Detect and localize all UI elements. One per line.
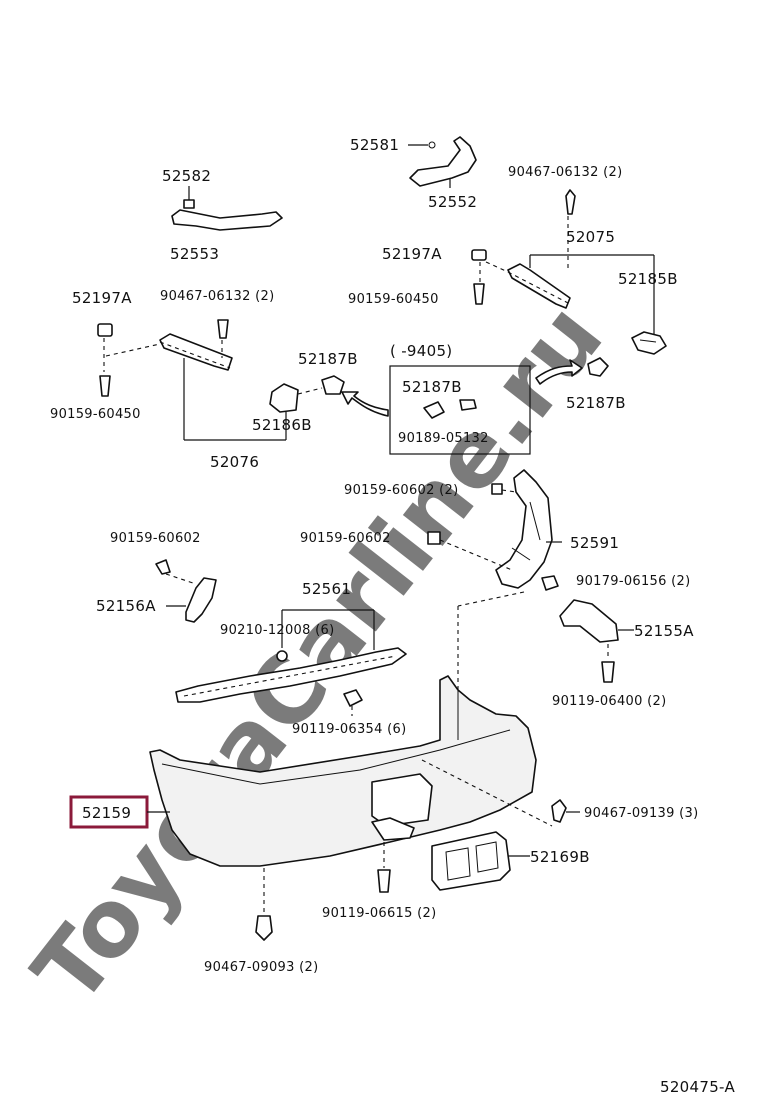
part-52156A-bracket bbox=[155, 559, 217, 623]
part-52591-bracket bbox=[427, 469, 562, 718]
label-52169B: 52169B bbox=[530, 848, 590, 866]
inset-box bbox=[389, 365, 531, 455]
diagram-code: 520475-A bbox=[660, 1078, 735, 1096]
label-inset-range: ( -9405) bbox=[390, 342, 452, 360]
label-52186B: 52186B bbox=[252, 416, 312, 434]
label-52185B: 52185B bbox=[618, 270, 678, 288]
label-90159-60602-mid: 90159-60602 bbox=[300, 531, 391, 546]
label-90159-60602-upper: 90159-60602 (2) bbox=[344, 483, 458, 498]
label-52159: 52159 bbox=[82, 804, 131, 822]
part-52159-bumper-cover bbox=[149, 675, 537, 867]
label-52581: 52581 bbox=[350, 136, 399, 154]
part-52186B-stay bbox=[269, 375, 345, 413]
label-90119-06400: 90119-06400 (2) bbox=[552, 694, 666, 709]
part-52076-bracket-left bbox=[97, 319, 287, 441]
label-90467-09139: 90467-09139 (3) bbox=[584, 806, 698, 821]
label-52155A: 52155A bbox=[634, 622, 694, 640]
part-52169B-plate-bracket bbox=[431, 831, 530, 891]
part-52553-retainer bbox=[171, 186, 283, 231]
label-52187B-inset: 52187B bbox=[402, 378, 462, 396]
label-52197A-left: 52197A bbox=[72, 289, 132, 307]
label-52187B-left: 52187B bbox=[298, 350, 358, 368]
label-90467-09093: 90467-09093 (2) bbox=[204, 960, 318, 975]
label-52156A: 52156A bbox=[96, 597, 156, 615]
label-52591: 52591 bbox=[570, 534, 619, 552]
part-52561-reinforcement bbox=[175, 609, 407, 716]
label-52187B-right: 52187B bbox=[566, 394, 626, 412]
label-90119-06615: 90119-06615 (2) bbox=[322, 906, 436, 921]
arrow-left-icon bbox=[341, 391, 389, 417]
label-52075: 52075 bbox=[566, 228, 615, 246]
label-90119-06354: 90119-06354 (6) bbox=[292, 722, 406, 737]
fastener-90467-09093 bbox=[255, 868, 273, 941]
label-52076: 52076 bbox=[210, 453, 259, 471]
label-52561: 52561 bbox=[302, 580, 351, 598]
part-52552-retainer bbox=[408, 136, 477, 188]
inset-fasteners bbox=[423, 399, 477, 419]
part-52187B-right bbox=[587, 357, 609, 377]
label-52552: 52552 bbox=[428, 193, 477, 211]
part-52185B-stay bbox=[631, 331, 667, 355]
part-52155A-bracket bbox=[559, 599, 634, 683]
label-52553: 52553 bbox=[170, 245, 219, 263]
label-90210-12008: 90210-12008 (6) bbox=[220, 623, 334, 638]
label-52582: 52582 bbox=[162, 167, 211, 185]
label-90189-05132: 90189-05132 bbox=[398, 431, 489, 446]
label-90159-60450-right: 90159-60450 bbox=[348, 292, 439, 307]
fastener-90467-09139 bbox=[421, 759, 580, 827]
fastener-90119-06615 bbox=[377, 842, 391, 893]
label-90159-60450-left: 90159-60450 bbox=[50, 407, 141, 422]
label-90467-06132-left: 90467-06132 (2) bbox=[160, 289, 274, 304]
arrow-right-icon bbox=[535, 359, 583, 385]
part-52075-bracket-right bbox=[471, 189, 655, 336]
label-90467-06132-right: 90467-06132 (2) bbox=[508, 165, 622, 180]
label-90179-06156: 90179-06156 (2) bbox=[576, 574, 690, 589]
label-90159-60602-left: 90159-60602 bbox=[110, 531, 201, 546]
label-52197A-right: 52197A bbox=[382, 245, 442, 263]
